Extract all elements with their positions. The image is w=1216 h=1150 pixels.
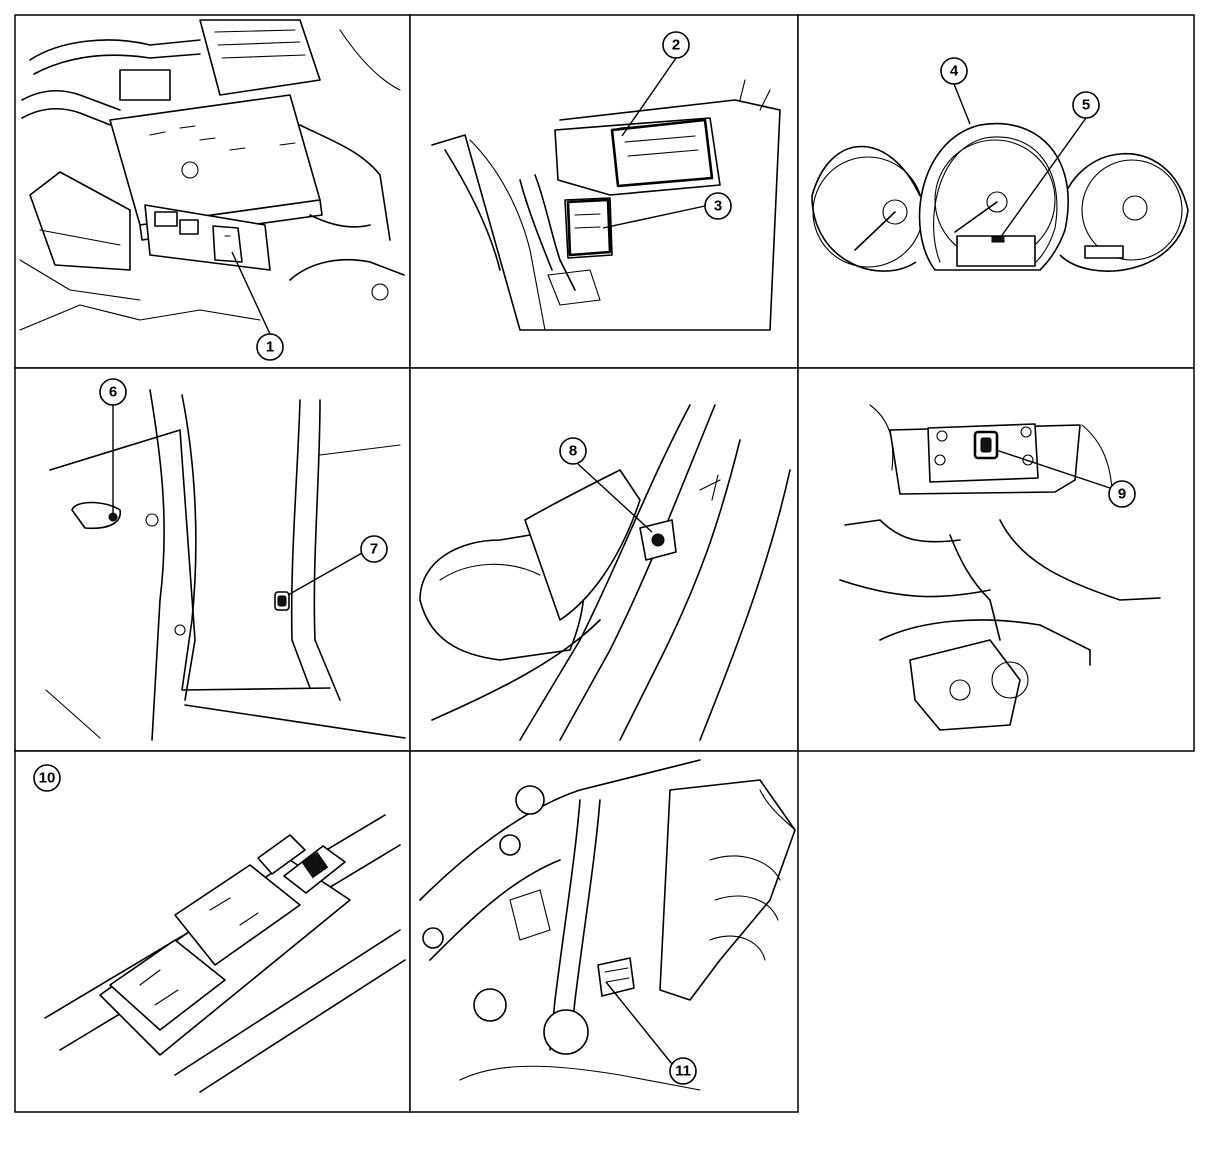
callout-label-5: 5 [1082,97,1090,114]
callout-9: 9 [995,449,1136,508]
callout-label-7: 7 [370,541,378,558]
callout-6: 6 [99,378,127,513]
callout-2: 2 [621,31,690,137]
overhead-console-illustration [839,404,1161,731]
door-pillar-illustration [45,389,406,741]
callout-label-6: 6 [109,384,117,401]
callout-label-3: 3 [714,198,722,215]
seat-pillar-illustration [419,404,791,741]
callout-1: 1 [231,251,284,361]
callout-5: 5 [999,91,1100,239]
engine-bay-illustration [419,759,796,1091]
callout-label-4: 4 [950,63,959,80]
power-window-switch-illustration [44,814,406,1093]
callout-8: 8 [559,437,653,533]
steering-column-illustration [431,79,781,331]
callout-10: 10 [33,764,61,792]
callout-3: 3 [602,192,732,229]
callout-11: 11 [605,981,697,1085]
callout-label-2: 2 [672,37,680,54]
callout-label-8: 8 [569,443,577,460]
callout-7: 7 [287,535,388,596]
callout-4: 4 [940,57,971,125]
callout-label-9: 9 [1118,486,1126,503]
engine-compartment-illustration [19,19,405,331]
combination-meter-illustration [811,122,1189,272]
callout-label-10: 10 [39,770,56,787]
callout-label-11: 11 [675,1063,691,1080]
callout-label-1: 1 [266,339,274,356]
